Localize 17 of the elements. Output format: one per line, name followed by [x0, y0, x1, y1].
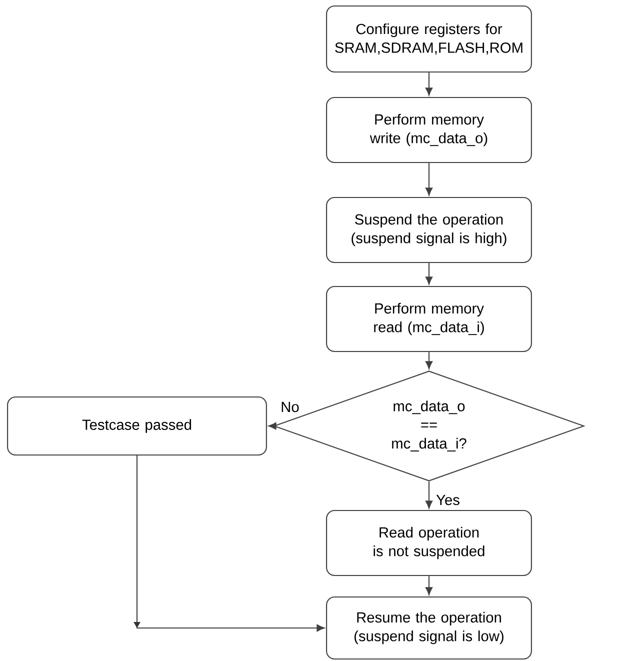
arrow — [134, 456, 325, 632]
arrow — [425, 263, 433, 285]
edge-label: Yes — [434, 494, 462, 506]
arrow — [425, 482, 433, 509]
process-box: Perform memory write (mc_data_o) — [326, 96, 532, 164]
process-box: Perform memory read (mc_data_i) — [326, 286, 532, 352]
arrow — [425, 352, 433, 370]
process-box: Resume the operation (suspend signal is low) — [326, 596, 532, 660]
process-box: Configure registers for SRAM,SDRAM,FLASH,ROM — [326, 5, 532, 73]
edge-label: No — [279, 400, 301, 414]
process-box: Suspend the operation (suspend signal is high) — [326, 196, 532, 264]
process-box: Testcase passed — [7, 396, 267, 456]
arrow — [425, 163, 433, 196]
process-box: Read operation is not suspended — [326, 510, 532, 576]
arrow — [425, 72, 433, 96]
arrow — [425, 576, 433, 596]
arrow — [268, 422, 276, 430]
